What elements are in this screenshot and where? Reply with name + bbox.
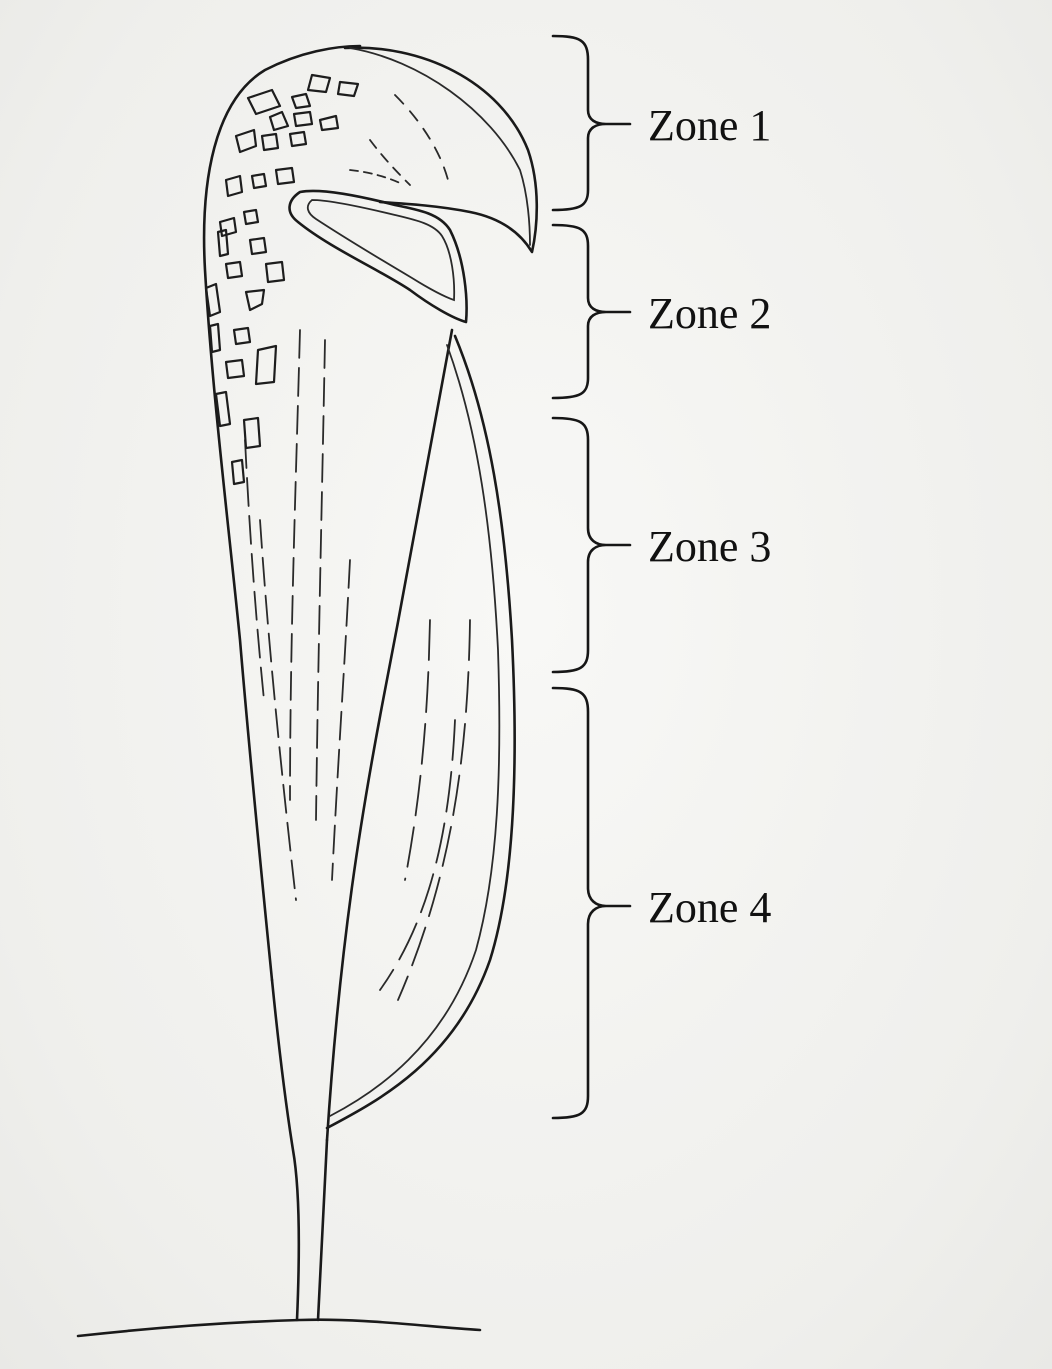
stem-right	[318, 1140, 327, 1320]
zone-1-label: Zone 1	[648, 104, 771, 148]
pitcher-outline-right	[327, 330, 452, 1140]
wing-veins	[380, 620, 470, 1000]
stem-left	[272, 980, 299, 1320]
zone-3-label: Zone 3	[648, 525, 771, 569]
wing-inner	[330, 345, 499, 1116]
zone-2-brace	[553, 225, 630, 398]
lid-veins	[350, 95, 448, 185]
hood-spots	[206, 75, 358, 484]
zone-2-label: Zone 2	[648, 292, 771, 336]
lid-inner-edge	[350, 48, 530, 245]
ground-line	[78, 1320, 480, 1336]
wing-outer	[327, 336, 515, 1128]
zone-4-brace	[553, 688, 630, 1118]
zone-3-brace	[553, 418, 630, 672]
pitcher-veins	[245, 330, 350, 900]
zone-4-label: Zone 4	[648, 886, 771, 930]
zone-1-brace	[553, 36, 630, 210]
